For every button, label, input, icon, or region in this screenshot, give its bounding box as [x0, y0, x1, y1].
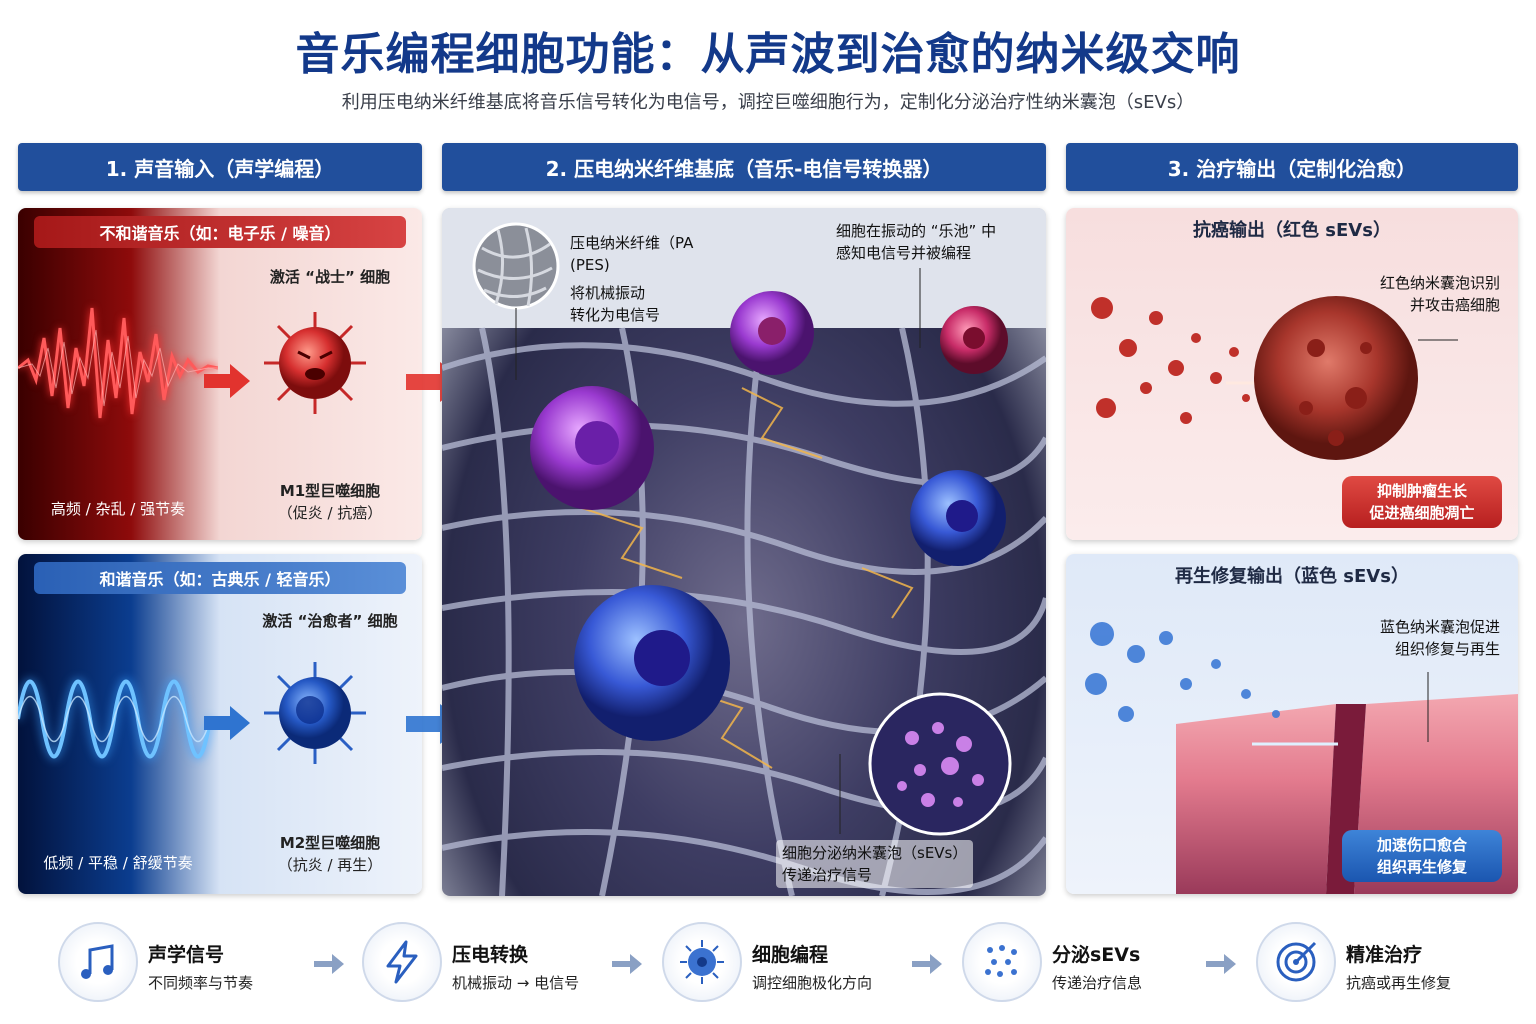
harmonic-music-panel: 和谐音乐（如：古典乐 / 轻音乐） 激活 “治愈者” 细胞 M2型巨噬细胞 （抗…	[18, 554, 422, 894]
fiber-callout: 压电纳米纤维（PA (PES) 将机械振动 转化为电信号	[570, 234, 694, 324]
music-note-icon	[58, 922, 138, 1002]
column-header-substrate: 2. 压电纳米纤维基底（音乐-电信号转换器）	[442, 143, 1046, 191]
flow-step-programming: 细胞编程 调控细胞极化方向	[662, 918, 902, 1014]
substrate-panel: 压电纳米纤维（PA (PES) 将机械振动 转化为电信号 细胞在振动的 “乐池”…	[442, 208, 1046, 896]
harmonic-activate: 激活 “治愈者” 细胞	[262, 612, 398, 630]
vesicles-icon	[962, 922, 1042, 1002]
flow-arrow-icon	[612, 954, 642, 974]
m2-cell-role: （抗炎 / 再生）	[277, 856, 383, 874]
harmonic-frequency: 低频 / 平稳 / 舒缓节奏	[43, 854, 193, 872]
blue-sevs-callout: 蓝色纳米囊泡促进 组织修复与再生	[1379, 618, 1500, 658]
regeneration-title: 再生修复输出（蓝色 sEVs）	[1175, 566, 1409, 587]
m2-cell-type: M2型巨噬细胞	[279, 834, 381, 852]
dissonant-activate: 激活 “战士” 细胞	[269, 268, 391, 286]
target-icon	[1256, 922, 1336, 1002]
blue-sound-wave-icon	[18, 679, 212, 759]
m1-cell-role: （促炎 / 抗癌）	[277, 504, 383, 522]
dissonant-frequency: 高频 / 杂乱 / 强节奏	[50, 500, 186, 518]
harmonic-label: 和谐音乐（如：古典乐 / 轻音乐）	[34, 562, 406, 594]
music-pool-callout: 细胞在振动的 “乐池” 中 感知电信号并被编程	[836, 222, 997, 262]
page-title: 音乐编程细胞功能：从声波到治愈的纳米级交响	[295, 29, 1241, 80]
anticancer-title: 抗癌输出（红色 sEVs）	[1193, 220, 1391, 241]
flow-step-acoustic: 声学信号 不同频率与节奏	[58, 918, 288, 1014]
dissonant-music-panel: 不和谐音乐（如：电子乐 / 噪音） 激活 “战士” 细胞 M1型巨噬细胞 （促炎…	[18, 208, 422, 540]
flow-step-piezo: 压电转换 机械振动 → 电信号	[362, 918, 592, 1014]
right-arrow-icon	[204, 706, 250, 740]
red-sevs-callout: 红色纳米囊泡识别 并攻击癌细胞	[1379, 274, 1500, 314]
flow-step-secretion: 分泌sEVs 传递治疗信息	[962, 918, 1192, 1014]
flow-step-therapy: 精准治疗 抗癌或再生修复	[1256, 918, 1506, 1014]
column-header-input: 1. 声音输入（声学编程）	[18, 143, 422, 191]
page-subtitle: 利用压电纳米纤维基底将音乐信号转化为电信号，调控巨噬细胞行为，定制化分泌治疗性纳…	[341, 92, 1195, 113]
flow-arrow-icon	[1206, 954, 1236, 974]
column-header-output: 3. 治疗输出（定制化治愈）	[1066, 143, 1518, 191]
anticancer-output-panel: 抗癌输出（红色 sEVs） 红色纳米囊泡识别 并攻击癌细胞 抑制肿瘤生长 促进癌…	[1066, 208, 1518, 540]
regeneration-badge: 加速伤口愈合 组织再生修复	[1342, 830, 1502, 882]
nanofiber-scene-illustration	[442, 208, 1046, 896]
dissonant-label: 不和谐音乐（如：电子乐 / 噪音）	[34, 216, 406, 248]
cell-icon	[662, 922, 742, 1002]
regeneration-output-panel: 再生修复输出（蓝色 sEVs） 蓝色纳米囊泡促进 组织修复与再生 加速伤口愈合 …	[1066, 554, 1518, 894]
m1-cell-type: M1型巨噬细胞	[279, 482, 381, 500]
sevs-callout: 细胞分泌纳米囊泡（sEVs） 传递治疗信号	[776, 840, 974, 888]
red-sound-wave-icon	[18, 307, 218, 419]
m1-macrophage-icon	[264, 312, 366, 414]
flow-arrow-icon	[314, 954, 344, 974]
m2-macrophage-icon	[264, 662, 366, 764]
anticancer-badge: 抑制肿瘤生长 促进癌细胞凋亡	[1342, 476, 1502, 528]
flow-arrow-icon	[912, 954, 942, 974]
cancer-cell-attack-illustration	[1091, 296, 1458, 460]
right-arrow-icon	[204, 364, 250, 398]
lightning-icon	[362, 922, 442, 1002]
